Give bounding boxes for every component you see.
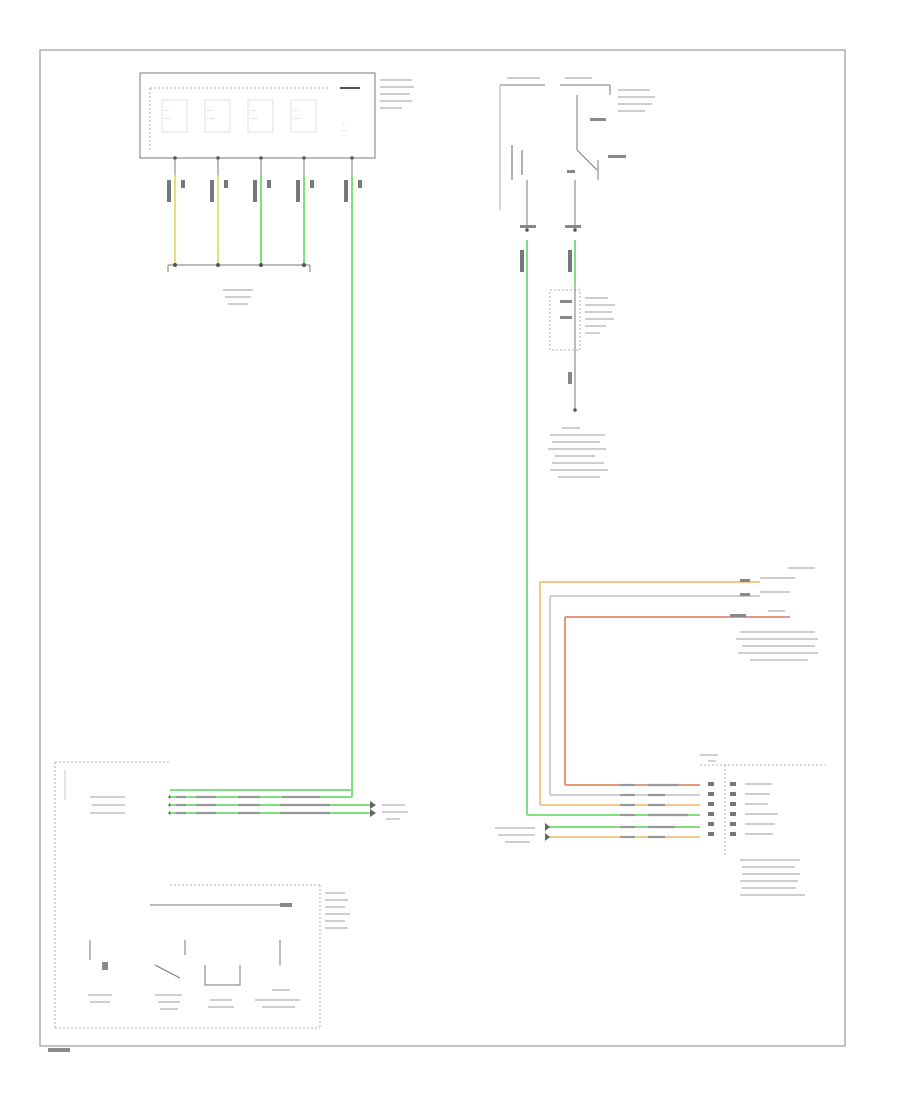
top-left-connector (167, 263, 311, 305)
bottom-left-wires (170, 790, 370, 814)
svg-text:····: ···· (341, 128, 347, 133)
svg-text:····: ···· (293, 108, 299, 113)
module-component-1: ········· (161, 99, 188, 133)
module-label (380, 79, 414, 109)
right-control-module (700, 754, 825, 896)
right-lower-component (548, 285, 615, 478)
module-component-3: ········· (247, 99, 274, 133)
svg-text:····: ···· (207, 108, 213, 113)
module-component-2: ········· (204, 99, 231, 133)
top-left-wires (170, 175, 353, 791)
bottom-left-module (54, 761, 320, 1029)
svg-text:····: ···· (250, 108, 256, 113)
module-component-5: ······ (341, 121, 347, 133)
top-left-module: ········· ········· ········· ········· … (139, 72, 414, 160)
right-connector-wires (545, 826, 700, 838)
svg-text:··: ·· (343, 121, 346, 126)
right-wire-bundle (539, 581, 790, 806)
svg-text:·····: ····· (250, 116, 258, 121)
diagram-frame (39, 49, 846, 1047)
svg-text:·····: ····· (293, 116, 301, 121)
bottom-switch-cluster (88, 884, 350, 1028)
top-right-relay-block (499, 77, 655, 232)
right-component-label (736, 631, 818, 661)
svg-text:····: ···· (164, 108, 170, 113)
right-green-wire (526, 240, 700, 816)
svg-text:·····: ····· (207, 116, 215, 121)
svg-text:·····: ····· (164, 116, 172, 121)
footer-code (48, 1048, 70, 1052)
module-component-4: ········· (290, 99, 317, 133)
